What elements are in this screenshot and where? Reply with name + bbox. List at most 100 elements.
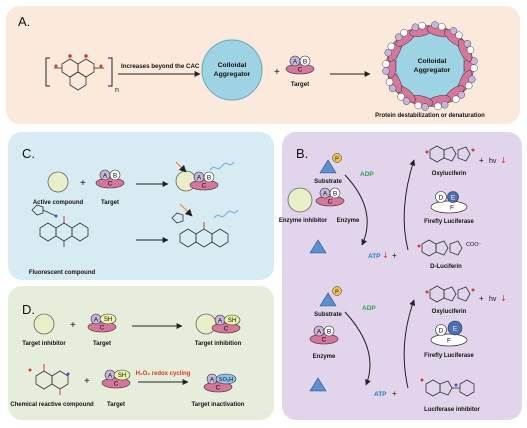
aggregator-label-line1: Colloidal — [418, 58, 447, 65]
target-label-c: Target — [101, 200, 119, 206]
target-inhibition-label: Target inhibition — [195, 341, 242, 347]
adp-label-1: ADP — [360, 171, 374, 178]
atp-label-2: ATP — [374, 391, 387, 398]
target-label-d1: Target — [93, 341, 111, 347]
panel-d-letter: D. — [22, 302, 35, 317]
inhibition-complex — [195, 313, 241, 335]
outcome-label: Protein destabilization or denaturation — [375, 113, 485, 119]
plus-d2: + — [84, 376, 90, 387]
enzyme-inhibitor-label: Enzyme inhibitor — [279, 218, 328, 224]
enzyme-icon-1 — [315, 187, 345, 207]
luciferase-arrow-1 — [403, 159, 416, 251]
enzyme-inhibitor-circle — [287, 187, 313, 213]
oxyluciferin-structure-1 — [425, 145, 475, 163]
substrate-label-2: Substrate — [314, 312, 342, 318]
aggregator-label-line2: Aggregator — [414, 67, 451, 74]
hv-label-1: hv — [489, 158, 497, 165]
active-compound-circle — [47, 171, 69, 193]
svg-text:P: P — [335, 290, 339, 296]
enzyme-label-2: Enzyme — [313, 354, 336, 360]
polymer-structure — [45, 54, 113, 91]
panel-c-letter: C. — [22, 146, 35, 161]
plus-b2: + — [479, 156, 484, 165]
oxyluciferin-structure-2 — [425, 285, 475, 303]
svg-text:F: F — [450, 205, 454, 212]
target-icon-a — [285, 55, 315, 75]
svg-text:C: C — [216, 385, 221, 392]
target-label-d2: Target — [107, 402, 125, 408]
emission-wave-2 — [213, 209, 239, 219]
cac-label: Increases beyond the CAC — [121, 63, 200, 70]
polymer-n: n — [115, 87, 119, 94]
target-sh-2 — [101, 369, 131, 389]
target-icon-c — [95, 169, 125, 189]
fluorescent-compound-structure — [31, 204, 89, 247]
luciferase-arrow-2 — [403, 299, 416, 389]
hv-down-arrow-2: ↓ — [500, 294, 507, 303]
panel-b — [282, 132, 522, 420]
target-inactivation-label: Target inactivation — [192, 402, 245, 408]
d-luciferin-label: D-Luciferin — [430, 264, 462, 270]
target-inhibitor-circle — [33, 313, 55, 335]
svg-text:D: D — [439, 195, 444, 202]
substrate-1: P — [319, 153, 342, 174]
atp-down-arrow-1: ↓ — [382, 251, 389, 260]
svg-text:F: F — [447, 338, 451, 345]
reaction-arrow-1 — [344, 174, 368, 246]
plus-b3: + — [392, 389, 397, 398]
svg-text:E: E — [451, 195, 456, 202]
plus-b1: + — [392, 251, 397, 260]
luciferase-inhibitor-label: Luciferase inhibitor — [424, 407, 480, 413]
firefly-luciferase-2: F D E — [430, 320, 468, 347]
fluorescent-compound-label: Fluorescent compound — [29, 270, 96, 276]
aggregator-label-line1: Colloidal — [218, 62, 247, 69]
svg-text:D: D — [439, 328, 444, 335]
svg-text:SO₃H: SO₃H — [219, 377, 233, 383]
plus-c: + — [80, 178, 86, 189]
target-inhibitor-label: Target inhibitor — [22, 341, 66, 347]
svg-text:A: A — [210, 376, 215, 383]
coo-label: COO⁻ — [466, 242, 482, 248]
aggregator-label-line2: Aggregator — [214, 71, 251, 78]
panel-c — [8, 132, 274, 280]
redox-label: H₂O₂ redox cycling — [136, 371, 191, 377]
oxyluciferin-label-1: Oxyluciferin — [432, 171, 467, 177]
svg-text:E: E — [453, 326, 458, 333]
firefly-luciferase-1: F D E — [430, 191, 468, 214]
hv-label-2: hv — [489, 296, 497, 303]
fluorescent-product — [171, 212, 229, 248]
hv-down-arrow-1: ↓ — [500, 156, 507, 165]
svg-text:P: P — [335, 157, 339, 163]
product-triangle-2 — [309, 377, 327, 392]
plus-a: + — [274, 67, 280, 78]
atp-label-1: ATP — [368, 253, 381, 260]
reaction-arrow-2 — [344, 311, 371, 386]
adp-label-2: ADP — [362, 305, 376, 312]
inactivated-target: C A SO₃H — [203, 373, 237, 393]
active-complex — [175, 170, 219, 192]
product-triangle-1 — [309, 239, 327, 254]
luciferase-inhibitor-structure — [420, 378, 475, 397]
target-sh-1 — [87, 313, 117, 333]
excitation-arrow-1 — [175, 161, 187, 173]
colloidal-aggregator: Colloidal Aggregator — [201, 39, 263, 101]
target-label-a: Target — [291, 81, 309, 88]
substrate-2: P — [319, 286, 342, 307]
d-luciferin-structure — [417, 239, 463, 257]
substrate-label-1: Substrate — [314, 179, 342, 185]
panel-b-letter: B. — [296, 146, 308, 161]
plus-b4: + — [479, 294, 484, 303]
panel-a-letter: A. — [18, 14, 30, 29]
aggregator-with-targets: Colloidal Aggregator — [381, 19, 479, 113]
firefly-label-2: Firefly Luciferase — [424, 353, 474, 359]
chemical-reactive-label: Chemical reactive compound — [10, 402, 94, 408]
panel-d — [8, 286, 274, 420]
active-compound-label: Active compound — [33, 200, 84, 206]
enzyme-label-1: Enzyme — [337, 218, 360, 224]
reactive-compound-structure — [28, 364, 70, 395]
emission-wave-1 — [209, 161, 235, 171]
excitation-arrow-2 — [179, 203, 193, 217]
enzyme-icon-2 — [309, 325, 339, 345]
plus-d1: + — [70, 320, 76, 331]
